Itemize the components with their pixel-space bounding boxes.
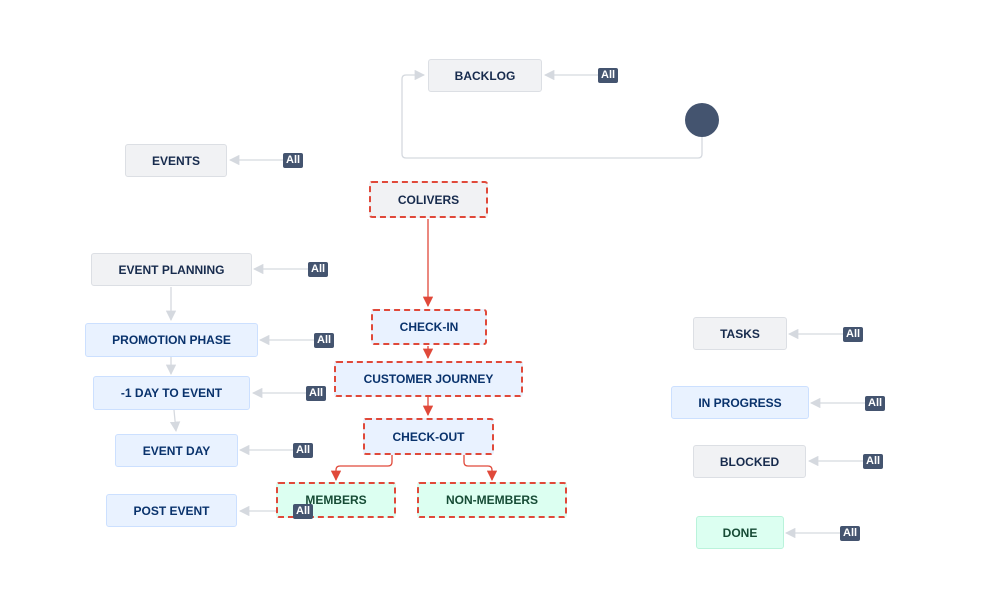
status-check-out[interactable]: CHECK-OUT bbox=[363, 418, 494, 455]
status-blocked[interactable]: BLOCKED bbox=[693, 445, 806, 478]
status-day-before-event[interactable]: -1 DAY TO EVENT bbox=[93, 376, 250, 410]
status-members[interactable]: MEMBERS bbox=[276, 482, 396, 518]
all-transition-backlog[interactable]: All bbox=[598, 68, 619, 83]
all-transition-in-progress[interactable]: All bbox=[865, 396, 886, 411]
check-out-to-members-line bbox=[330, 455, 393, 482]
status-in-progress[interactable]: IN PROGRESS bbox=[671, 386, 809, 419]
all-transition-post-event[interactable]: All bbox=[293, 504, 314, 519]
all-transition-blocked[interactable]: All bbox=[863, 454, 884, 469]
status-check-in[interactable]: CHECK-IN bbox=[371, 309, 487, 345]
all-transition-events[interactable]: All bbox=[283, 153, 304, 168]
status-event-day[interactable]: EVENT DAY bbox=[115, 434, 238, 467]
start-node[interactable] bbox=[685, 103, 719, 137]
status-non-members[interactable]: NON-MEMBERS bbox=[417, 482, 567, 518]
status-done[interactable]: DONE bbox=[696, 516, 784, 549]
all-transition-done[interactable]: All bbox=[840, 526, 861, 541]
status-backlog[interactable]: BACKLOG bbox=[428, 59, 542, 92]
all-transition-promotion-phase[interactable]: All bbox=[314, 333, 335, 348]
all-transition-event-day[interactable]: All bbox=[293, 443, 314, 458]
status-promotion-phase[interactable]: PROMOTION PHASE bbox=[85, 323, 258, 357]
status-colivers[interactable]: COLIVERS bbox=[369, 181, 488, 218]
status-customer-journey[interactable]: CUSTOMER JOURNEY bbox=[334, 361, 523, 397]
status-tasks[interactable]: TASKS bbox=[693, 317, 787, 350]
day-before-to-event-day-line bbox=[169, 409, 181, 433]
start-to-backlog-line bbox=[401, 69, 703, 159]
check-out-to-non-members-line bbox=[463, 455, 498, 482]
status-event-planning[interactable]: EVENT PLANNING bbox=[91, 253, 252, 286]
status-post-event[interactable]: POST EVENT bbox=[106, 494, 237, 527]
all-transition-tasks[interactable]: All bbox=[843, 327, 864, 342]
all-transition-day-before-event[interactable]: All bbox=[306, 386, 327, 401]
status-events[interactable]: EVENTS bbox=[125, 144, 227, 177]
all-transition-event-planning[interactable]: All bbox=[308, 262, 329, 277]
